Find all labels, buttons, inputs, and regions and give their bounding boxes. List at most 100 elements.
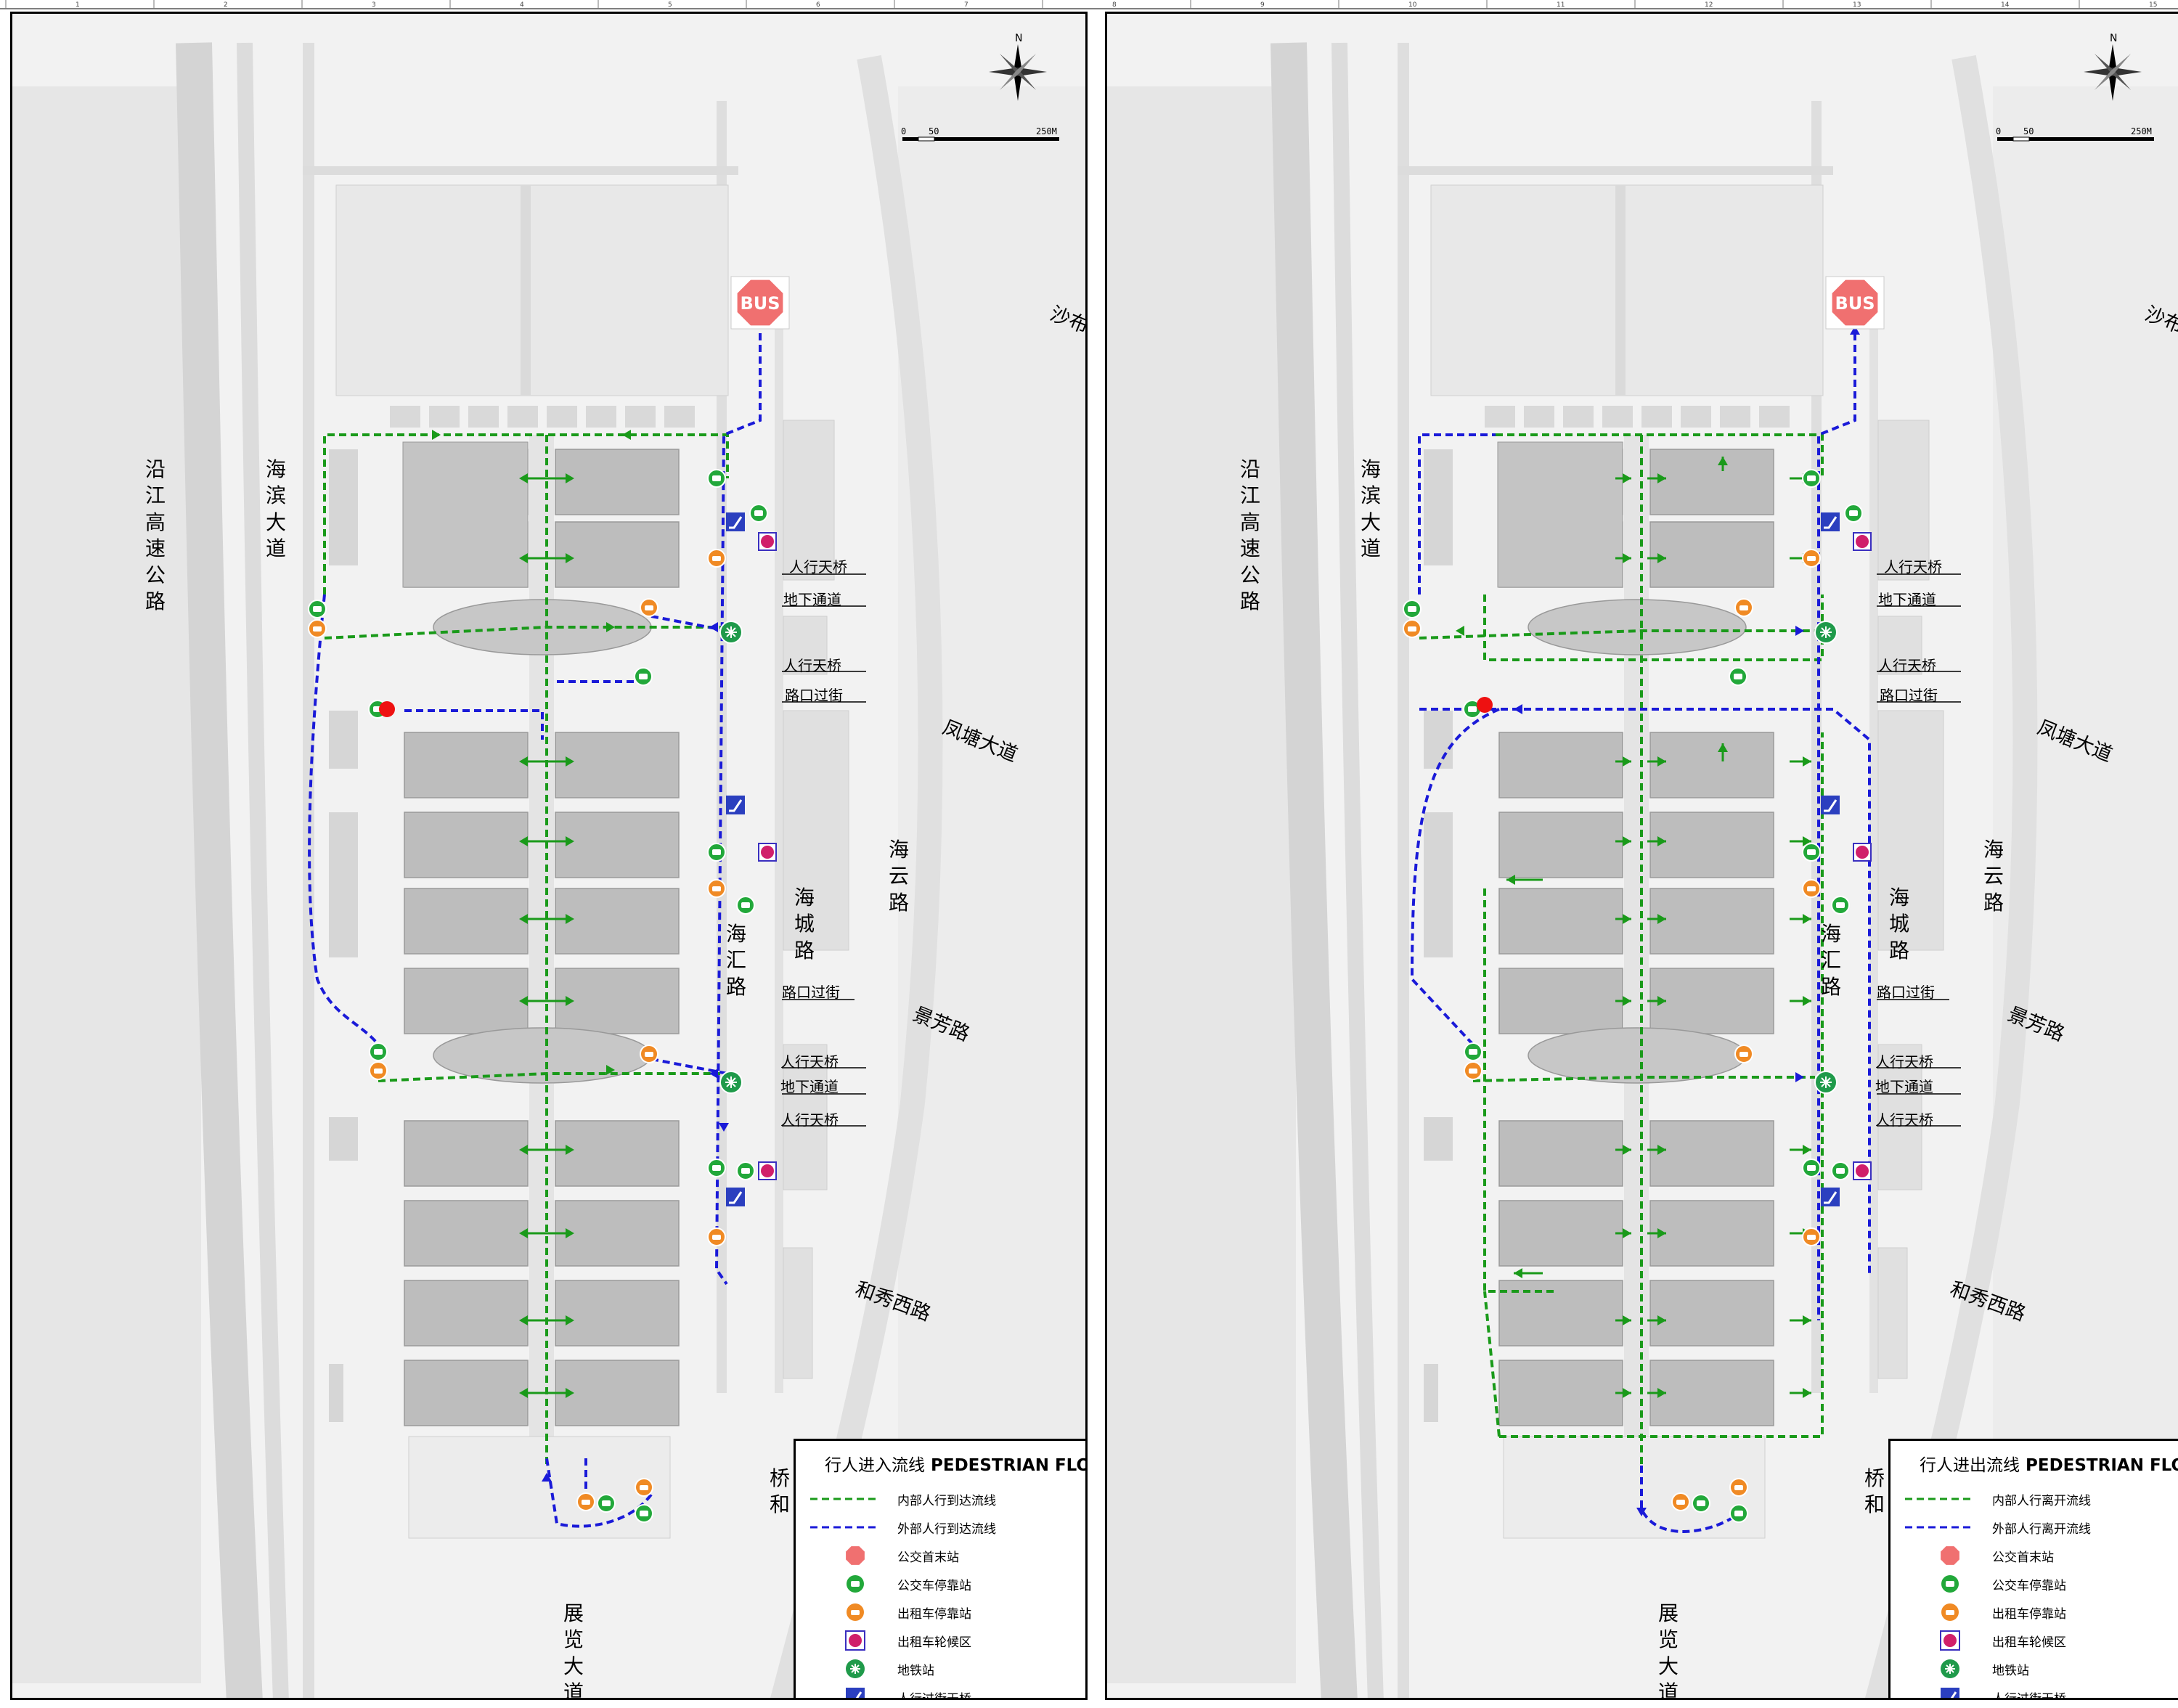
north-kiosk	[468, 406, 499, 428]
flow-arrowhead	[519, 1388, 528, 1398]
north-kiosk	[1524, 406, 1554, 428]
exhibition-hall	[1498, 1200, 1623, 1267]
taxi-stop-icon	[1941, 1603, 1959, 1621]
legend-title-cn: 行人进出流线	[1920, 1456, 2020, 1475]
internal-flow-south-cross	[378, 1072, 720, 1082]
legend-item-label: 出租车轮候区	[897, 1635, 971, 1650]
road-label-haibin: 海滨大道	[265, 457, 286, 561]
north-kiosk	[586, 406, 616, 428]
exhibition-hall	[555, 1360, 680, 1426]
taxi-stop-icon	[1734, 598, 1753, 617]
blue-dash-icon	[1905, 1526, 1973, 1529]
road-label-yanjiang: 沿江高速公路	[1239, 457, 1260, 613]
callout-crossing-2: 路口过街	[782, 984, 840, 1001]
west-structure	[1424, 711, 1453, 769]
taxi-stop-icon	[308, 619, 327, 638]
north-arrow: N	[974, 28, 1061, 115]
taxi-queue-icon	[1853, 532, 1872, 551]
legend-item-taxi-stop: 出租车停靠站	[1905, 1599, 2178, 1625]
taxi-stop-icon	[1464, 1061, 1482, 1080]
taxi-stop-icon	[1734, 1045, 1753, 1063]
flow-arrowhead	[1803, 914, 1811, 924]
flow-arrowhead	[1718, 743, 1728, 752]
west-structure	[329, 711, 358, 769]
legend-item-taxi-queue: 出租车轮候区	[810, 1627, 1085, 1654]
flow-arrowhead	[566, 553, 574, 563]
bus-terminal-icon: BUS	[730, 276, 790, 330]
exhibition-hall	[404, 1360, 529, 1426]
flow-arrowhead	[519, 553, 528, 563]
callout-skybridge-3: 人行天桥	[780, 1053, 839, 1071]
bus-stop-icon	[634, 667, 653, 686]
exhibition-hall-large	[1497, 441, 1623, 588]
ruler-number: 3	[372, 1, 376, 9]
flow-arrowhead	[566, 1145, 574, 1155]
bus-stop-icon	[847, 1575, 864, 1593]
west-structure	[1424, 1364, 1438, 1422]
road-label-zhanlan: 展览大道	[563, 1601, 584, 1700]
flow-arrowhead	[1623, 756, 1631, 767]
haicheng-road	[1869, 304, 1878, 1393]
east-building	[1877, 1044, 1922, 1190]
legend-item-metro: 地铁站	[1905, 1656, 2178, 1682]
exhibition-hall	[404, 732, 529, 798]
map-panel-flow-in-out: BUS N 0 50 250M 沿江高速公路 海滨大道 海汇路 海城路 海云路 …	[1105, 12, 2178, 1700]
ruler-number: 8	[1112, 1, 1117, 9]
callout-crossing-1: 路口过街	[1880, 687, 1938, 704]
north-kiosk	[1641, 406, 1672, 428]
taxi-queue-icon	[1853, 843, 1872, 862]
road-label-haiyun: 海云路	[888, 838, 909, 915]
bus-stop-icon	[1802, 843, 1821, 862]
flow-arrowhead	[1456, 626, 1464, 636]
legend-item-label: 地铁站	[1992, 1664, 2029, 1678]
legend-title-cn: 行人进入流线	[825, 1456, 925, 1475]
south-concourse	[1528, 1027, 1747, 1084]
flow-arrowhead	[1803, 836, 1811, 846]
flow-arrowhead	[1803, 996, 1811, 1006]
flow-arrowhead	[709, 622, 718, 632]
north-plaza	[1430, 184, 1824, 396]
flow-arrowhead	[719, 1123, 729, 1132]
metro-icon	[1941, 1659, 1959, 1678]
bus-stop-icon	[635, 1504, 653, 1523]
legend-item-label: 公交首末站	[897, 1550, 959, 1565]
yanjiang-highway	[1270, 42, 1358, 1698]
exhibition-hall	[1649, 1280, 1774, 1347]
flow-arrowhead	[1657, 996, 1666, 1006]
west-structure	[1424, 812, 1453, 957]
flow-arrowhead	[1657, 756, 1666, 767]
flow-arrowhead	[519, 836, 528, 846]
metro-station-icon	[1814, 621, 1838, 644]
central-spine	[529, 435, 554, 1437]
bus-terminal-icon	[846, 1546, 865, 1565]
flow-arrowhead	[1657, 1228, 1666, 1238]
legend-item-label: 出租车停靠站	[897, 1607, 971, 1622]
ruler-number: 2	[224, 1, 228, 9]
exhibition-hall	[555, 449, 680, 515]
flow-arrowhead	[519, 914, 528, 924]
bus-stop-icon	[1729, 667, 1747, 686]
exhibition-hall	[555, 812, 680, 878]
ruler-number: 1	[76, 1, 80, 9]
legend-title-en: PEDESTRIAN FLOW-IN	[2026, 1456, 2178, 1475]
north-kiosk	[625, 406, 656, 428]
scale-bar: 0 50 250M	[1994, 126, 2161, 147]
callout-skybridge-4: 人行天桥	[1875, 1111, 1933, 1129]
legend-item-label: 外部人行离开流线	[1992, 1522, 2091, 1537]
east-building	[783, 420, 835, 581]
exhibition-hall	[1498, 1280, 1623, 1347]
exhibition-hall	[1649, 968, 1774, 1034]
bus-stop-icon	[1692, 1494, 1710, 1513]
external-flow-east	[1817, 333, 1856, 1320]
east-building	[783, 616, 828, 675]
road-label-yanjiang: 沿江高速公路	[144, 457, 166, 613]
external-flow-west	[1410, 708, 1500, 1046]
exhibition-hall	[555, 1280, 680, 1347]
flow-arrowhead	[1657, 914, 1666, 924]
flow-arrowhead	[432, 430, 441, 440]
south-building	[408, 1436, 671, 1539]
legend-item-bus-terminal: 公交首末站	[810, 1542, 1085, 1569]
ruler-number: 11	[1557, 1, 1565, 9]
yanjiang-highway	[176, 42, 263, 1698]
